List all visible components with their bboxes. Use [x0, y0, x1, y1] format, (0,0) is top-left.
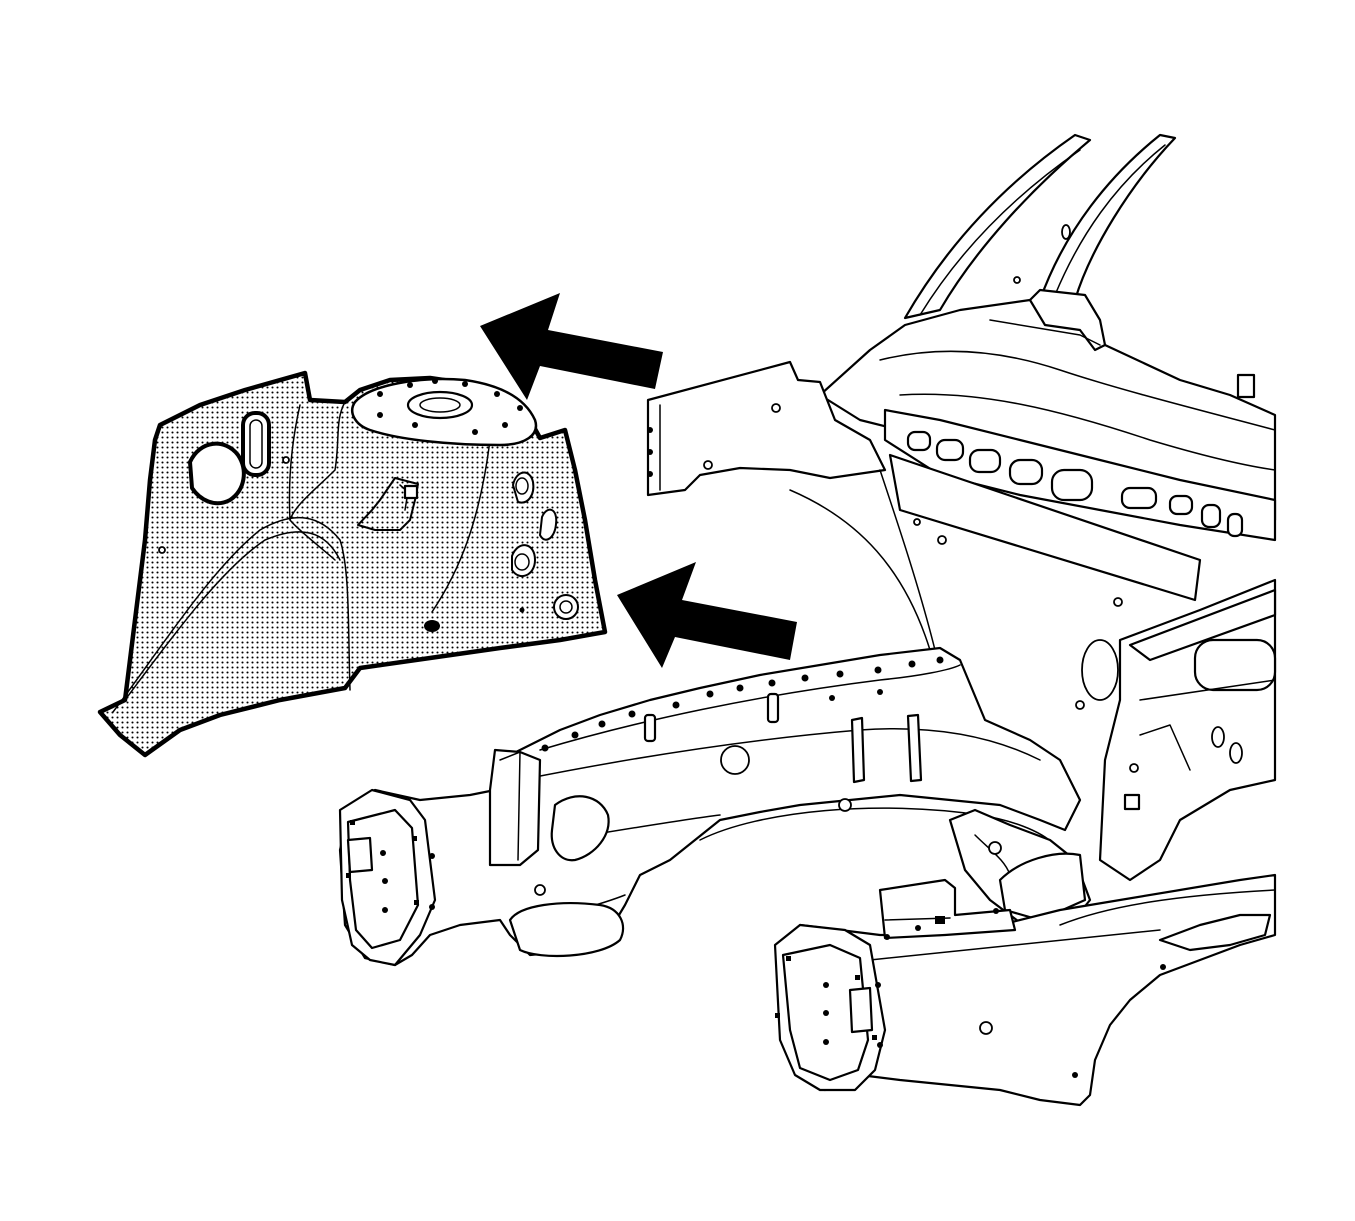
rail-rivet-row [541, 656, 944, 752]
panel-opening-large [188, 441, 246, 506]
beam-oval-holes [906, 430, 1244, 538]
arrow-upper [480, 293, 663, 400]
rear-body-structure [338, 133, 1277, 1107]
panel-slot-opening [241, 411, 271, 477]
panel-bracket [357, 477, 419, 531]
removal-arrows [480, 293, 797, 668]
rear-wheelhouse-panel [97, 370, 608, 758]
wheel-arch-flange [112, 516, 351, 713]
arrow-lower [617, 562, 797, 668]
c-pillar [1038, 133, 1177, 302]
roof-pillar [903, 133, 1092, 320]
